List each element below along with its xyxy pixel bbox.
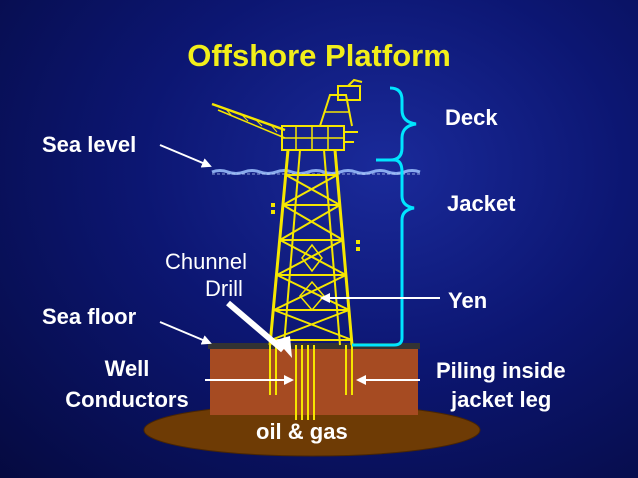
label-jacket-leg: jacket leg — [451, 387, 552, 412]
jacket-fittings — [271, 203, 360, 251]
chunnel-drill-arrow — [226, 300, 292, 358]
deck-bracket — [389, 86, 417, 162]
label-sea-level: Sea level — [42, 132, 137, 157]
sea-surface — [211, 169, 421, 175]
well-conductors — [295, 345, 315, 420]
jacket-bracket — [352, 158, 415, 347]
label-drill: Drill — [205, 276, 243, 301]
label-yen: Yen — [448, 288, 488, 313]
label-well: Well — [104, 356, 150, 381]
label-deck: Deck — [445, 105, 498, 130]
deck-structure — [211, 78, 363, 151]
label-sea-floor: Sea floor — [42, 304, 137, 329]
sea-level-arrow — [159, 144, 212, 168]
diagram-title: Offshore Platform — [187, 38, 451, 73]
jacket-structure — [268, 149, 354, 346]
sea-floor-arrow — [159, 321, 212, 345]
label-conductors: Conductors — [65, 387, 189, 412]
label-jacket: Jacket — [447, 191, 516, 216]
piling-legs — [269, 345, 353, 395]
label-piling: Piling inside — [436, 358, 566, 383]
label-oil-gas: oil & gas — [256, 419, 348, 444]
label-chunnel: Chunnel — [165, 249, 247, 274]
